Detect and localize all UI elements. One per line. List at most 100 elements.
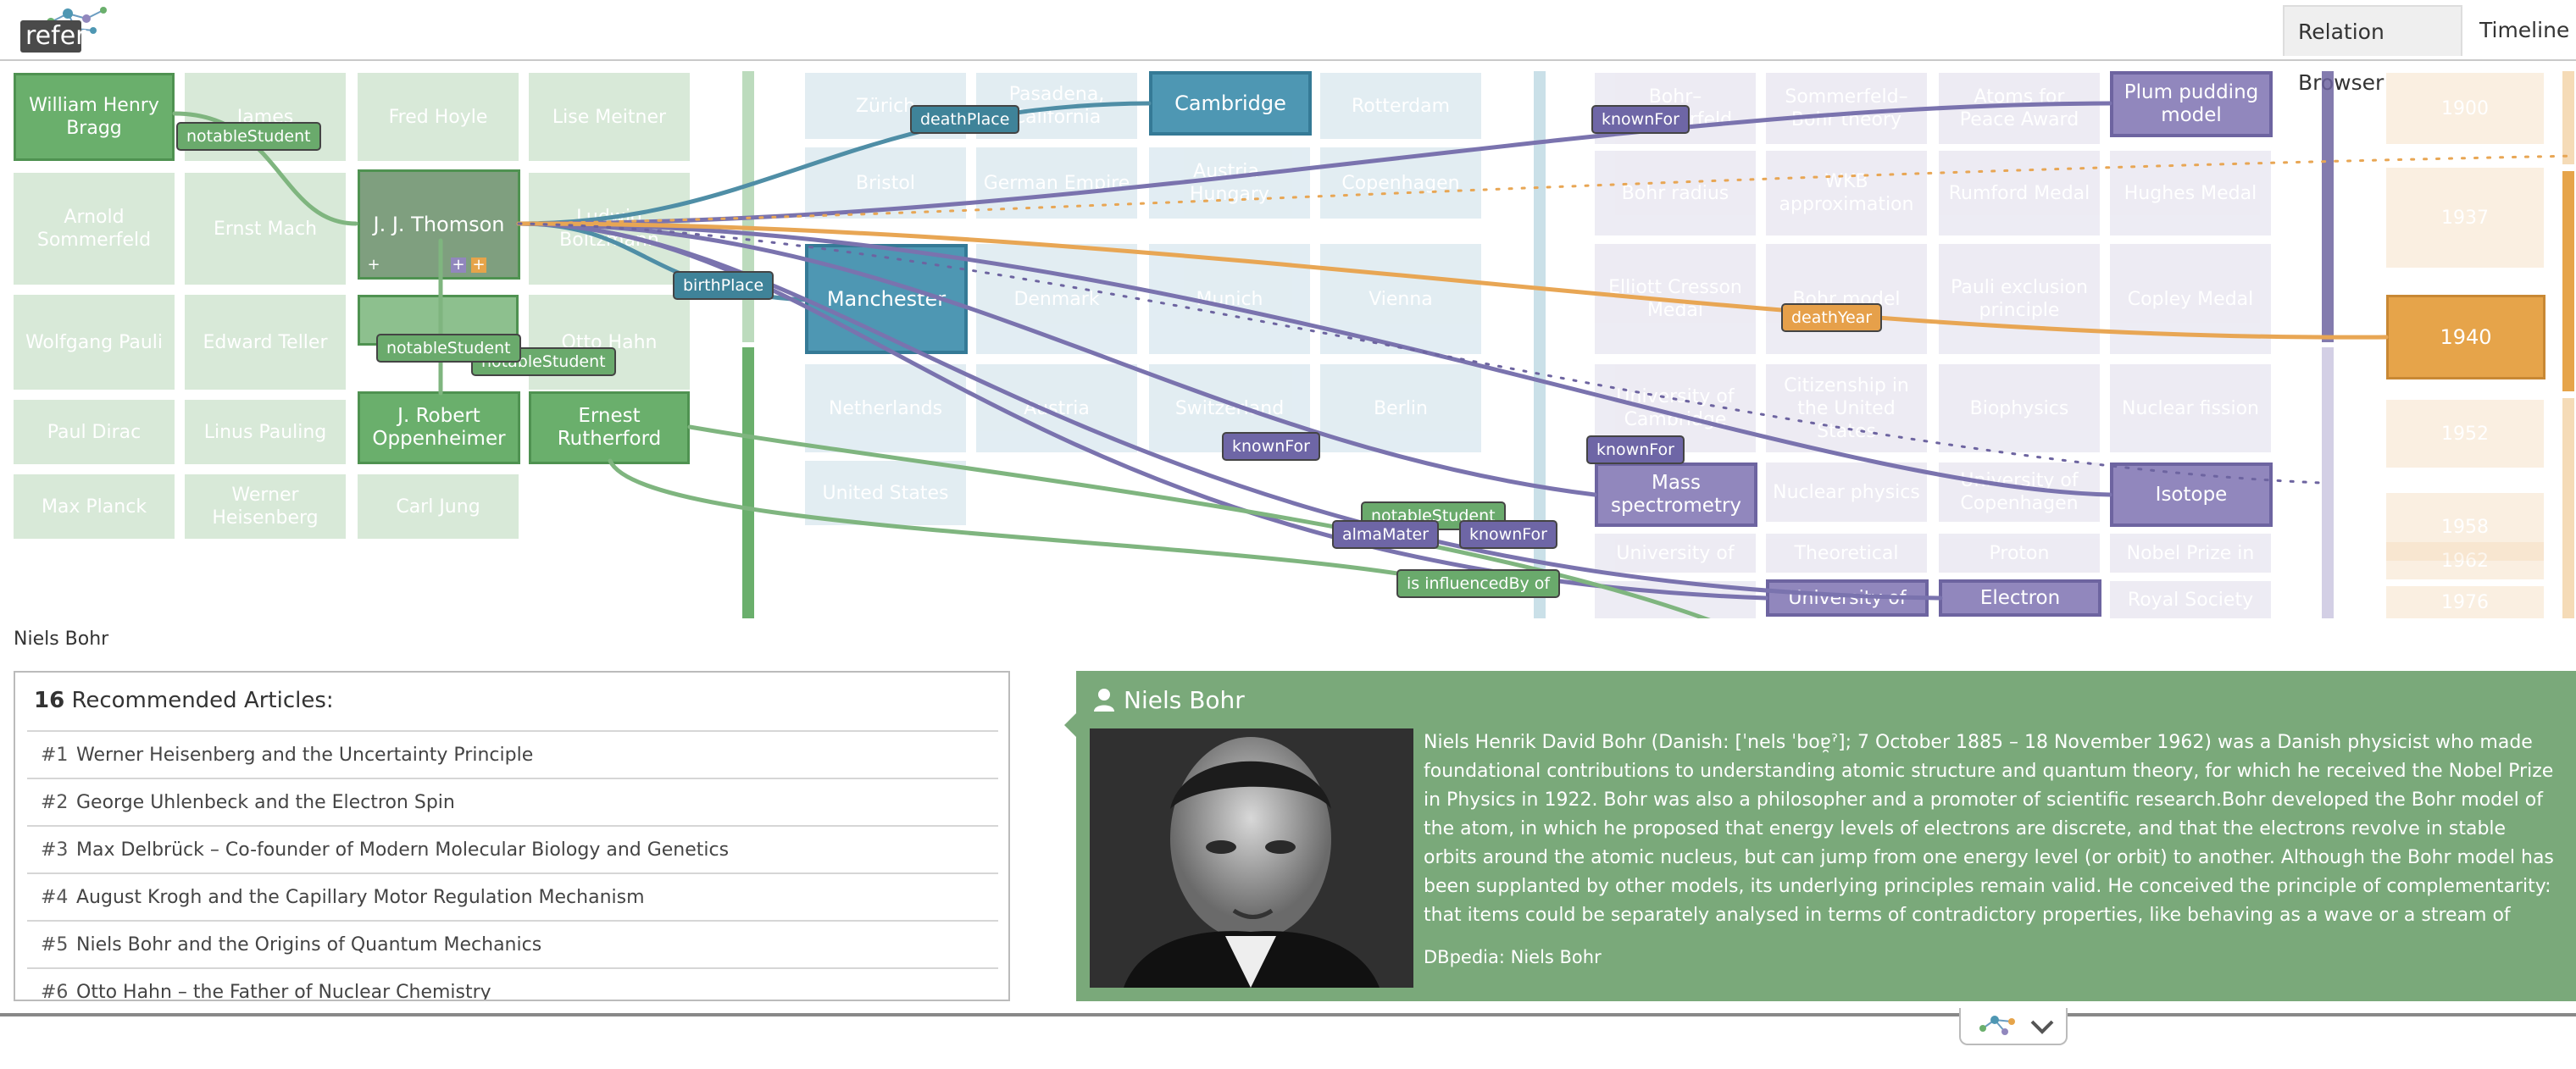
person-tile[interactable]: Ernst Mach	[185, 173, 346, 285]
place-tile[interactable]: German Empire	[976, 147, 1137, 219]
place-tile[interactable]: Berlin	[1320, 364, 1481, 452]
concept-tile[interactable]: Plum pudding model	[2110, 71, 2273, 137]
link-label[interactable]: deathPlace	[910, 105, 1020, 134]
concept-tile[interactable]: Theoretical	[1766, 534, 1927, 573]
year-tile[interactable]: 1952	[2386, 400, 2544, 468]
person-tile[interactable]: Paul Dirac	[14, 400, 175, 464]
link-label[interactable]: knownFor	[1591, 105, 1690, 134]
concept-tile[interactable]: Hughes Medal	[2110, 151, 2271, 235]
concept-tile[interactable]: University of	[1595, 534, 1756, 573]
person-tile[interactable]: J. Robert Oppenheimer	[358, 391, 520, 464]
person-tile[interactable]: Ludwig Boltzmann	[529, 173, 690, 285]
concept-tile[interactable]: Nobel Prize in	[2110, 534, 2271, 573]
concept-tile[interactable]: Sommerfeld–Bohr theory	[1766, 73, 1927, 144]
concept-tile[interactable]: Elliott Cresson Medal	[1595, 244, 1756, 354]
portrait-photo	[1090, 728, 1413, 988]
person-tile[interactable]: Werner Heisenberg	[185, 474, 346, 539]
column-bar-years-active	[2562, 171, 2574, 391]
column-bar-years	[2562, 71, 2574, 164]
year-tile[interactable]: 1900	[2386, 73, 2544, 144]
column-bar-years	[2562, 398, 2574, 618]
year-tile-selected[interactable]: 1940	[2386, 295, 2545, 379]
place-tile[interactable]: Vienna	[1320, 244, 1481, 354]
place-tile[interactable]: Austria-Hungary	[1149, 147, 1310, 219]
add-concept-icon[interactable]: +	[451, 256, 466, 274]
concept-tile[interactable]: Mass spectrometry	[1595, 462, 1757, 527]
concept-tile[interactable]: Isotope	[2110, 462, 2273, 527]
panel-toggle-handle[interactable]	[1959, 1008, 2068, 1045]
link-label[interactable]: notableStudent	[176, 122, 321, 151]
place-tile-selected[interactable]: Manchester	[805, 244, 968, 354]
year-tile[interactable]: 1962	[2386, 542, 2544, 579]
person-tile[interactable]: Fred Hoyle	[358, 73, 519, 161]
link-label[interactable]: almaMater	[1332, 520, 1440, 549]
person-tile[interactable]: Edward Teller	[185, 295, 346, 390]
tab-relation-browser[interactable]: Relation Browser	[2283, 5, 2462, 95]
person-tile[interactable]: Lise Meitner	[529, 73, 690, 161]
person-tile[interactable]: Linus Pauling	[185, 400, 346, 464]
place-tile[interactable]: Bristol	[805, 147, 966, 219]
selected-entity-label: Niels Bohr	[14, 629, 109, 650]
concept-tile[interactable]: Citizenship in the United States	[1766, 364, 1927, 452]
person-tile-selected[interactable]: J. J. Thomson	[358, 169, 520, 280]
tab-timeline[interactable]: Timeline	[2479, 18, 2570, 42]
place-tile[interactable]: Austria	[976, 364, 1137, 452]
logo-text: refer	[20, 20, 86, 53]
concept-tile[interactable]: Electron	[1939, 579, 2101, 617]
concept-tile[interactable]: University of Copenhagen	[1939, 462, 2100, 522]
concept-tile[interactable]: Pauli exclusion principle	[1939, 244, 2100, 354]
link-label[interactable]: knownFor	[1459, 520, 1557, 549]
concept-tile[interactable]: Bohr radius	[1595, 151, 1756, 235]
person-tile[interactable]: Carl Jung	[358, 474, 519, 539]
add-year-icon[interactable]: +	[471, 256, 486, 274]
place-tile[interactable]: Copenhagen	[1320, 147, 1481, 219]
concept-tile[interactable]: Nuclear fission	[2110, 364, 2271, 452]
concept-tile[interactable]: Royal Society	[2110, 581, 2271, 618]
year-tile[interactable]: 1937	[2386, 168, 2544, 268]
place-tile[interactable]: United States	[805, 461, 966, 525]
concept-tile[interactable]: Nuclear physics	[1766, 462, 1927, 522]
link-label[interactable]: is influencedBy of	[1396, 569, 1561, 598]
person-tile[interactable]: Ernest Rutherford	[529, 391, 690, 464]
link-label[interactable]: birthPlace	[673, 271, 774, 300]
link-label[interactable]: deathYear	[1781, 303, 1883, 332]
person-tile[interactable]: William Henry Bragg	[14, 73, 175, 161]
articles-count: 16	[34, 688, 65, 713]
year-tile[interactable]: 1958	[2386, 493, 2544, 561]
concept-tile[interactable]: University of	[1766, 579, 1929, 617]
concept-tile[interactable]: Proton	[1939, 534, 2100, 573]
place-tile[interactable]: Munich	[1149, 244, 1310, 354]
concept-tile[interactable]: Copley Medal	[2110, 244, 2271, 354]
concept-tile[interactable]	[1595, 581, 1756, 618]
concept-tile[interactable]: Rumford Medal	[1939, 151, 2100, 235]
article-title: Niels Bohr and the Origins of Quantum Me…	[76, 934, 542, 955]
column-bar-concepts	[2322, 347, 2334, 618]
article-title: August Krogh and the Capillary Motor Reg…	[76, 887, 645, 908]
detail-title: Niels Bohr	[1124, 686, 1245, 714]
place-tile[interactable]: Netherlands	[805, 364, 966, 452]
concept-tile[interactable]: Bohr model	[1766, 244, 1927, 354]
concept-tile[interactable]: Biophysics	[1939, 364, 2100, 452]
concept-tile[interactable]: Atoms for Peace Award	[1939, 73, 2100, 144]
detail-source-link[interactable]: DBpedia: Niels Bohr	[1424, 947, 1602, 967]
link-label[interactable]: notableStudent	[376, 334, 521, 363]
add-icon[interactable]: +	[367, 256, 380, 274]
concept-tile[interactable]: WKB approximation	[1766, 151, 1927, 235]
link-label[interactable]: knownFor	[1222, 432, 1320, 461]
person-tile[interactable]: Wolfgang Pauli	[14, 295, 175, 390]
place-tile[interactable]: Cambridge	[1149, 71, 1312, 136]
person-tile[interactable]: Max Planck	[14, 474, 175, 539]
place-tile[interactable]: Rotterdam	[1320, 73, 1481, 139]
place-tile[interactable]: Denmark	[976, 244, 1137, 354]
link-label[interactable]: knownFor	[1586, 435, 1685, 464]
year-tile[interactable]: 1976	[2386, 586, 2544, 618]
logo[interactable]: refer	[8, 3, 110, 54]
person-tile[interactable]: Arnold Sommerfeld	[14, 173, 175, 285]
